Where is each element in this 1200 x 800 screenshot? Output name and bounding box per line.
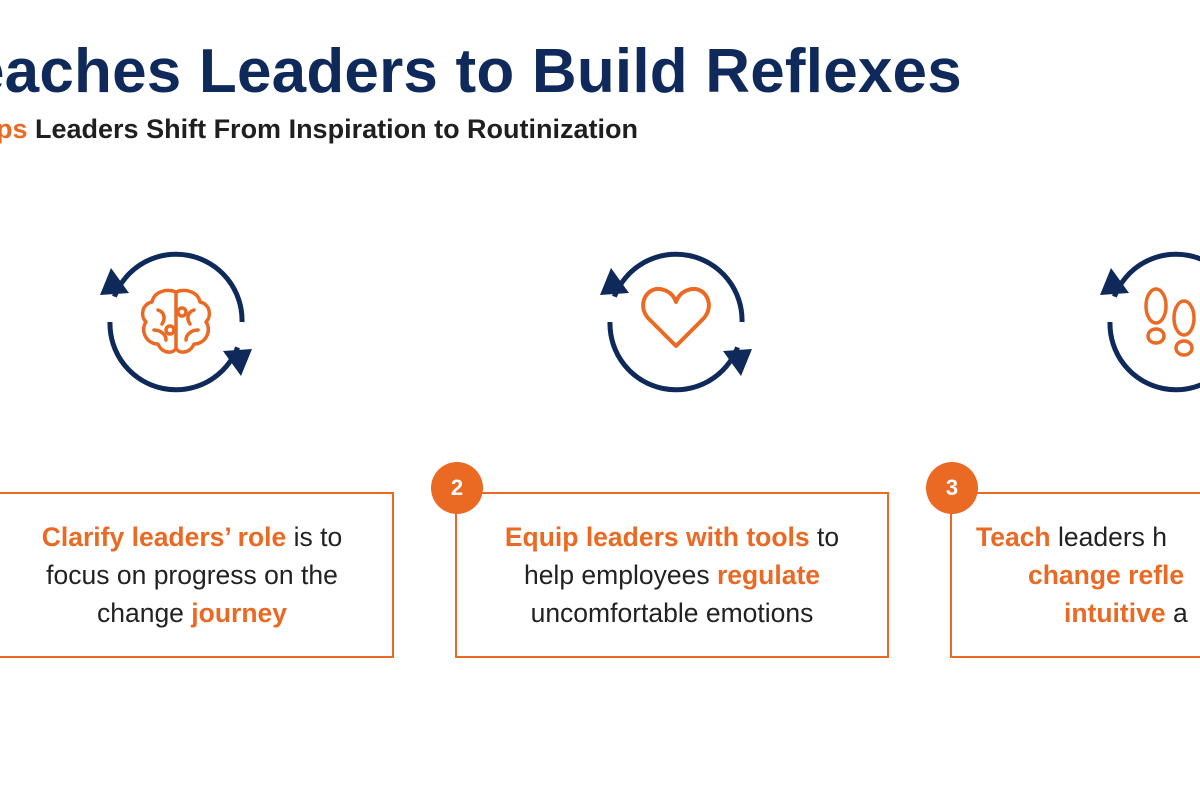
step-1-line2: focus on progress on the bbox=[46, 560, 338, 590]
step-2-line2-highlight: regulate bbox=[716, 560, 821, 590]
step-1-line3: change bbox=[96, 598, 192, 628]
cycle-brain bbox=[86, 232, 266, 412]
brain-icon bbox=[140, 288, 212, 354]
cycle-footprints bbox=[1086, 232, 1200, 412]
step-3-highlight: Teach bbox=[976, 522, 1051, 552]
page-title: eaches Leaders to Build Reflexes bbox=[0, 37, 962, 106]
step-card-2-text: Equip leaders with tools to help employe… bbox=[505, 518, 839, 632]
step-card-3: Teach leaders h change refle intuitive a bbox=[950, 492, 1200, 658]
step-2-line3: uncomfortable emotions bbox=[530, 598, 814, 628]
step-1-line3-highlight: journey bbox=[191, 598, 288, 628]
cycle-arrows-icon bbox=[600, 251, 752, 393]
step-card-1: Clarify leaders’ role is to focus on pro… bbox=[0, 492, 394, 658]
step-card-1-text: Clarify leaders’ role is to focus on pro… bbox=[42, 518, 343, 632]
subtitle-accent: ps bbox=[0, 114, 28, 144]
step-number-badge-2: 2 bbox=[431, 462, 483, 514]
step-3-line1: leaders h bbox=[1050, 522, 1168, 552]
cycle-arrows-icon bbox=[1100, 251, 1200, 393]
page-subtitle: ps Leaders Shift From Inspiration to Rou… bbox=[0, 114, 638, 145]
step-3-line3: a bbox=[1165, 598, 1188, 628]
step-card-2: Equip leaders with tools to help employe… bbox=[455, 492, 889, 658]
cycle-arrows-icon bbox=[100, 251, 252, 393]
cycle-heart bbox=[586, 232, 766, 412]
step-2-line2: help employees bbox=[523, 560, 717, 590]
heart-icon bbox=[641, 286, 711, 348]
step-3-line2-highlight: change refle bbox=[1028, 560, 1185, 590]
step-1-line1: is to bbox=[286, 522, 343, 552]
step-card-3-text: Teach leaders h change refle intuitive a bbox=[952, 518, 1188, 632]
step-3-line3-highlight: intuitive bbox=[1064, 598, 1166, 628]
step-2-highlight: Equip leaders with tools bbox=[504, 522, 810, 552]
step-1-highlight: Clarify leaders’ role bbox=[41, 522, 287, 552]
step-number-badge-3: 3 bbox=[926, 462, 978, 514]
subtitle-text: Leaders Shift From Inspiration to Routin… bbox=[27, 114, 639, 144]
footprints-icon bbox=[1144, 287, 1196, 357]
step-2-line1: to bbox=[809, 522, 840, 552]
